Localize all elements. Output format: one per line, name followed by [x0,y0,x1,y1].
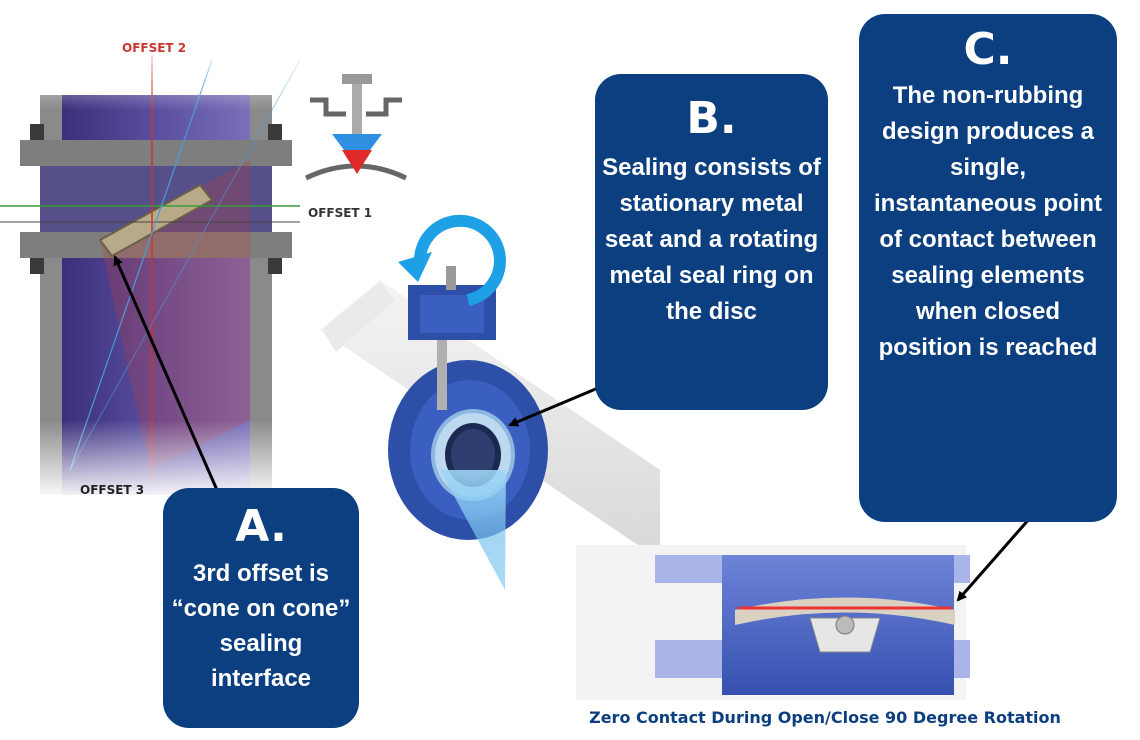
callout-c-letter: C. [963,24,1013,75]
callout-a: A. 3rd offset is “cone on cone” sealing … [163,488,359,728]
offset-cross-section-diagram [0,40,301,500]
callout-b-text: Sealing consists of stationary metal sea… [602,154,821,325]
leader-a [113,255,219,491]
leader-c [956,517,1032,602]
valve-seat-inset-icon [304,74,408,181]
callout-a-text: 3rd offset is “cone on cone” sealing int… [171,560,351,692]
figure-caption: Zero Contact During Open/Close 90 Degree… [589,708,1061,727]
seat-contact-cross-section [576,545,970,700]
callout-c: C. The non-rubbing design produces a sin… [859,14,1117,522]
offset-3-label: OFFSET 3 [80,483,145,497]
callout-b: B. Sealing consists of stationary metal … [595,74,828,410]
leader-b [508,386,599,427]
callout-a-letter: A. [235,501,287,552]
callout-c-text: The non-rubbing design produces a single… [874,82,1102,361]
callout-b-letter: B. [686,93,737,144]
offset-2-label: OFFSET 2 [122,41,187,55]
offset-1-label: OFFSET 1 [308,206,373,220]
butterfly-valve-illustration [320,214,660,590]
